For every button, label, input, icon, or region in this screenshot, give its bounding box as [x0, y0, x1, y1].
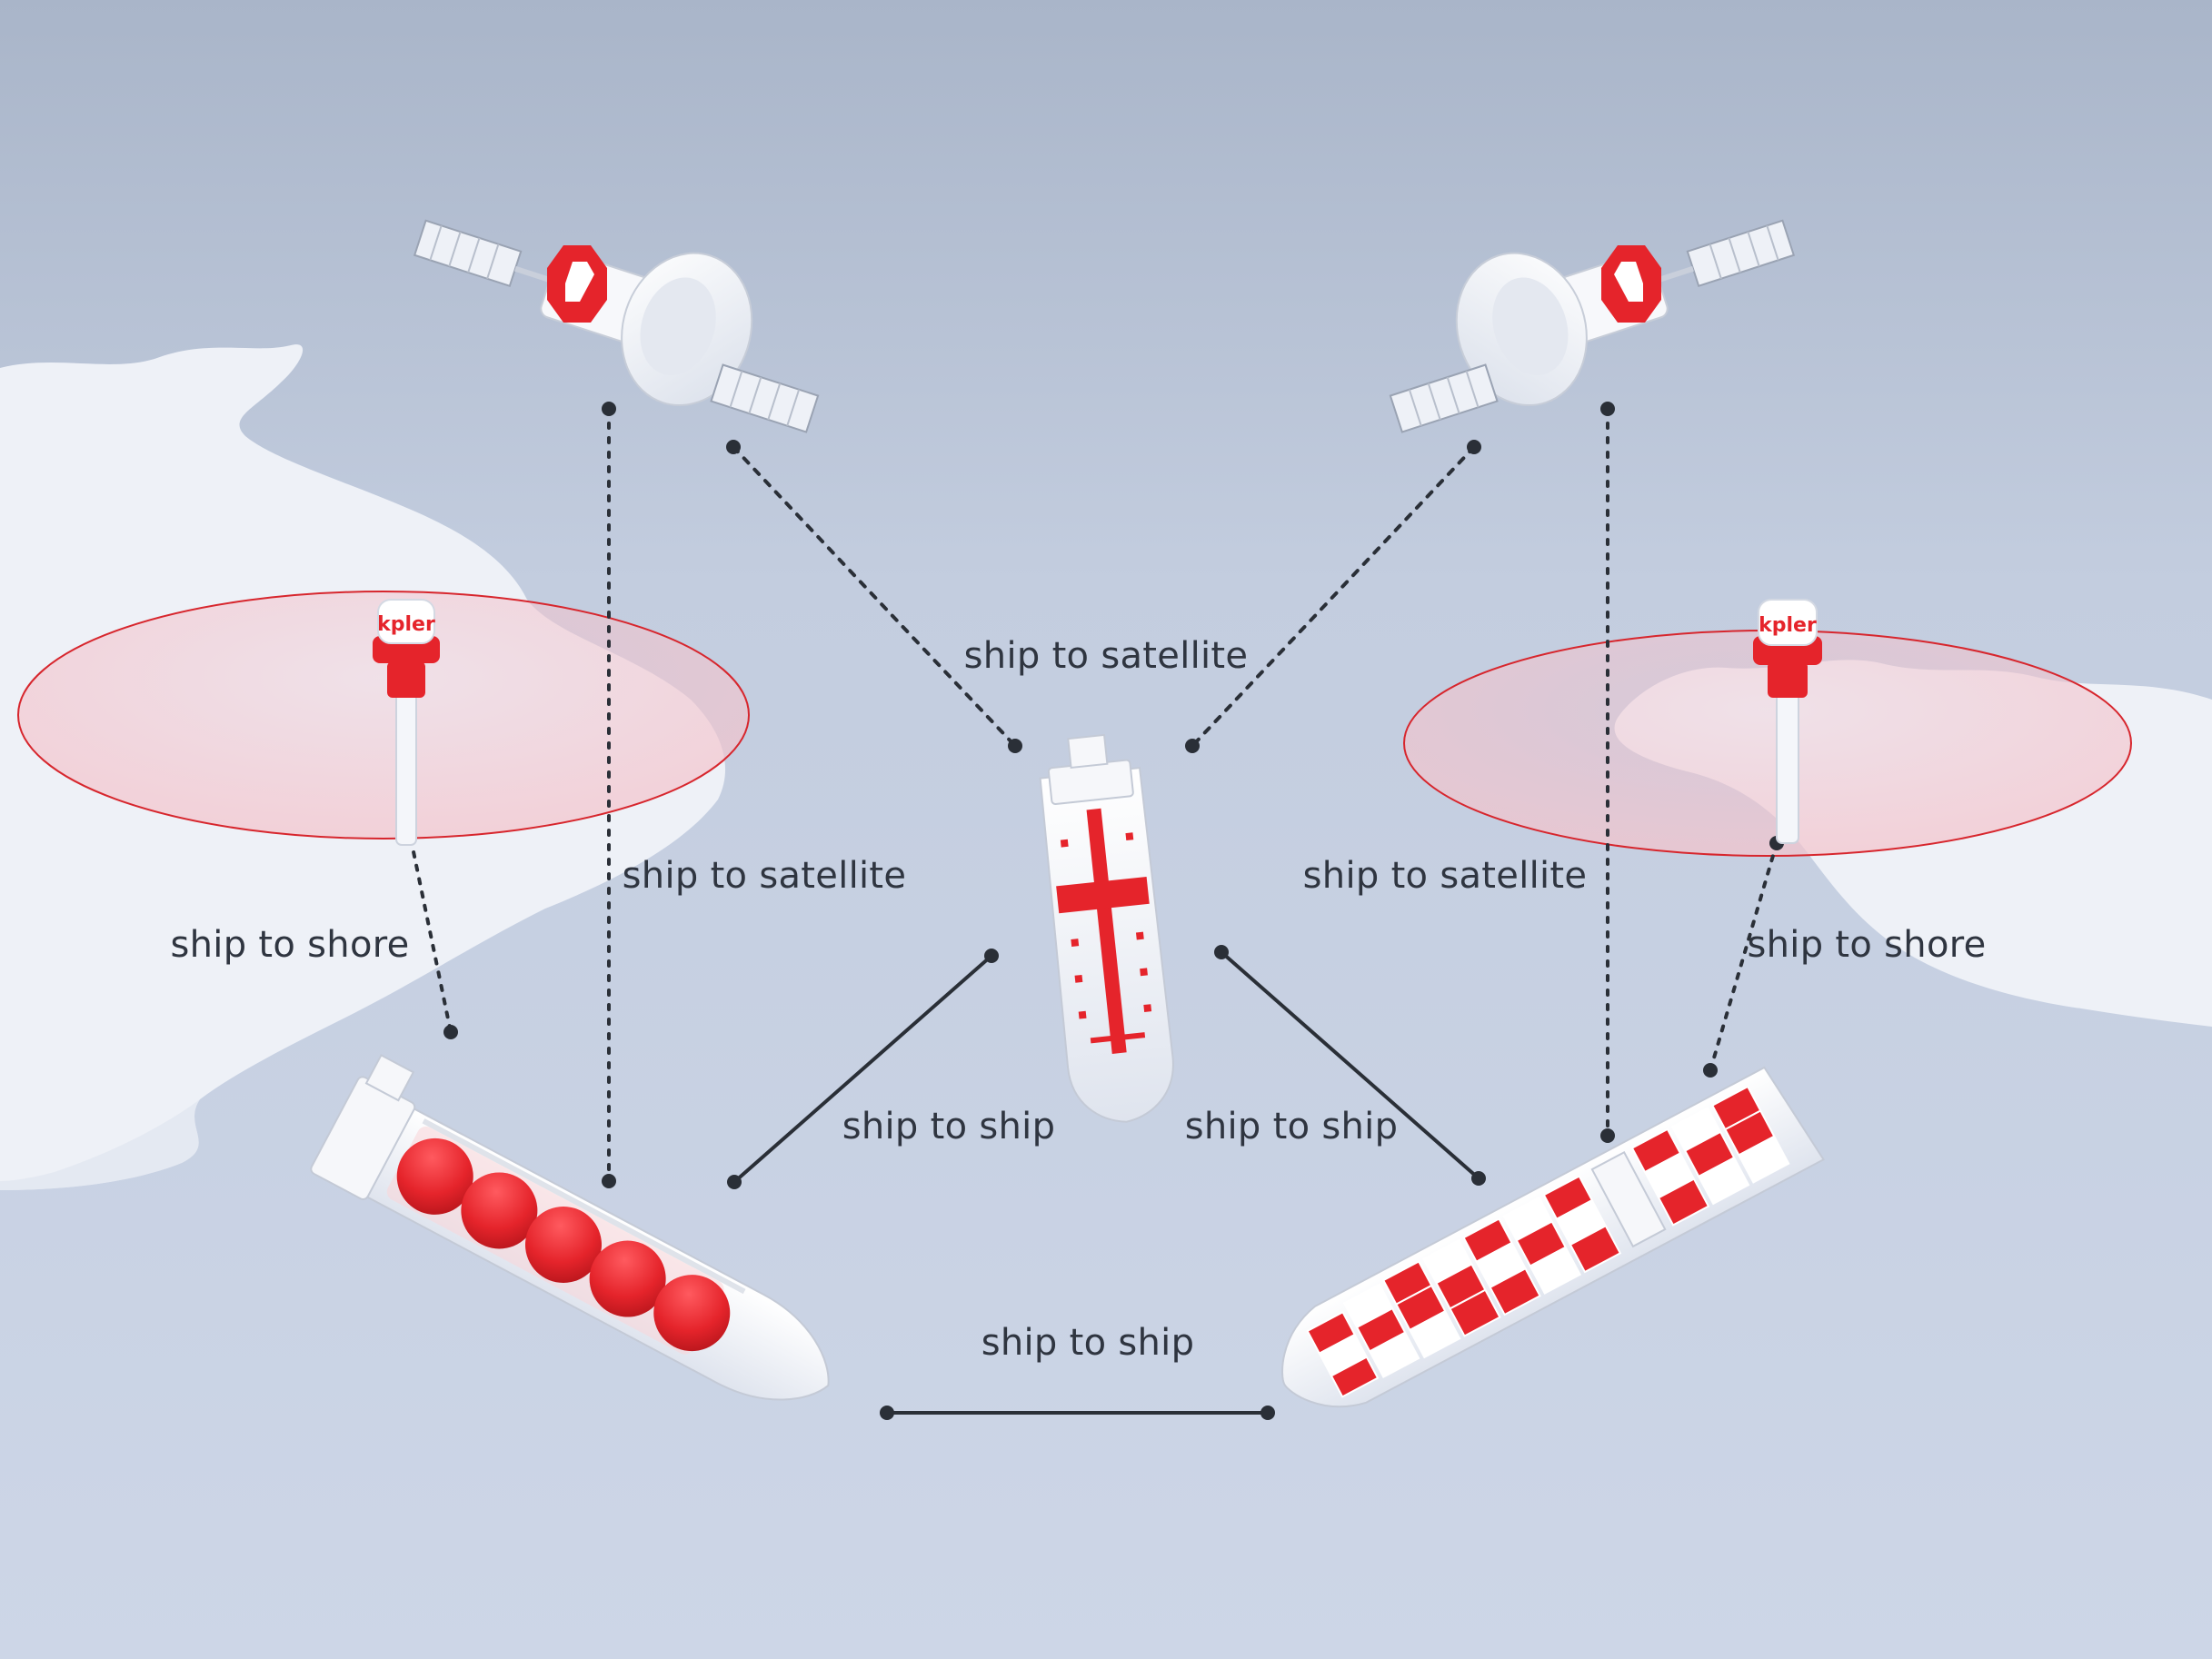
- container-ship-icon: [1281, 1066, 1825, 1408]
- lng-tanker-icon: [310, 1054, 830, 1401]
- satellite-icon: [413, 219, 820, 433]
- left-landmass-shadow: [0, 1099, 200, 1190]
- label-ship-to-satellite-right: ship to satellite: [1302, 855, 1588, 897]
- beacon-logo-text: kpler: [377, 613, 435, 636]
- link-shore-left: [404, 810, 453, 1034]
- link-ship-left: [732, 954, 993, 1184]
- beacon-logo-text: kpler: [1759, 614, 1817, 637]
- label-ship-to-satellite-center: ship to satellite: [963, 635, 1249, 677]
- label-ship-to-shore-right: ship to shore: [1747, 924, 1987, 966]
- connection-lines: [404, 407, 1779, 1415]
- link-sat-right-to-tanker: [1191, 445, 1476, 748]
- beacon-icon: kpler: [373, 599, 440, 846]
- label-ship-to-ship-right: ship to ship: [1184, 1106, 1399, 1147]
- label-ship-to-shore-left: ship to shore: [170, 924, 410, 966]
- oil-tanker-icon: [1039, 733, 1174, 1123]
- label-ship-to-satellite-left: ship to satellite: [622, 855, 907, 897]
- connection-endpoints: [398, 402, 1784, 1420]
- label-ship-to-ship-bottom: ship to ship: [981, 1322, 1195, 1364]
- satellite-icon: [1389, 219, 1796, 433]
- link-sat-left-to-tanker: [732, 445, 1017, 748]
- link-shore-right: [1709, 841, 1779, 1072]
- beacon-icon: kpler: [1753, 599, 1822, 844]
- link-ship-right: [1220, 950, 1480, 1180]
- label-ship-to-ship-left: ship to ship: [842, 1106, 1056, 1147]
- coverage-zone-left: [17, 591, 750, 839]
